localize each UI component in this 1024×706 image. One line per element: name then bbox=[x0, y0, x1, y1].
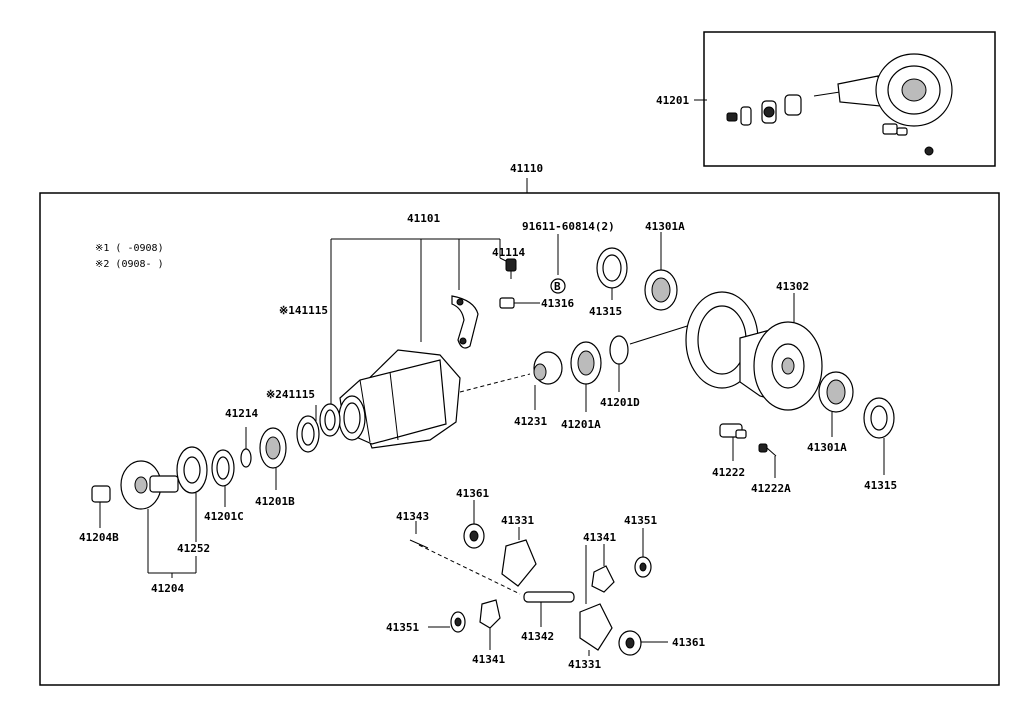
oil-seal-141115 bbox=[319, 403, 341, 437]
washer-41351-left bbox=[428, 611, 466, 633]
marker-b: B bbox=[554, 280, 561, 293]
bolt-41316 bbox=[499, 297, 536, 309]
shim-41201d bbox=[609, 335, 629, 392]
pin-41343 bbox=[409, 539, 429, 549]
bearing-41301a bbox=[644, 232, 678, 311]
shim-41201c bbox=[211, 449, 235, 507]
bolt-41222a bbox=[758, 443, 777, 478]
label-41331-top: 41331 bbox=[501, 514, 534, 527]
diff-case-ring-gear bbox=[629, 291, 823, 411]
bearing-41301a-bottom bbox=[818, 371, 854, 437]
label-41315-bottom: 41315 bbox=[864, 479, 897, 492]
label-41361-bottom: 41361 bbox=[672, 636, 705, 649]
main-frame bbox=[39, 192, 1000, 686]
flange-41252 bbox=[176, 446, 208, 542]
label-41301a-top: 41301A bbox=[645, 220, 685, 233]
label-41252: 41252 bbox=[177, 542, 210, 555]
washer-41351-right bbox=[634, 528, 652, 578]
label-41222a: 41222A bbox=[751, 482, 791, 495]
ring-pinion-gear-set bbox=[726, 53, 953, 156]
sensor-41222 bbox=[719, 423, 747, 461]
label-141115: ※141115 bbox=[279, 304, 328, 317]
shaft-41342 bbox=[523, 591, 575, 627]
inset-frame bbox=[703, 31, 996, 167]
label-41342: 41342 bbox=[521, 630, 554, 643]
label-41341-right: 41341 bbox=[583, 531, 616, 544]
label-41201: 41201 bbox=[656, 94, 689, 107]
washer-41361-bottom bbox=[618, 630, 668, 656]
collar-41315-bottom bbox=[863, 397, 895, 475]
label-41114: 41114 bbox=[492, 246, 525, 259]
label-241115: ※241115 bbox=[266, 388, 315, 401]
washer-41214 bbox=[240, 427, 252, 468]
label-41204: 41204 bbox=[151, 582, 184, 595]
label-41201b: 41201B bbox=[255, 495, 295, 508]
label-41214: 41214 bbox=[225, 407, 258, 420]
label-41351-right: 41351 bbox=[624, 514, 657, 527]
oil-seal-241115 bbox=[296, 415, 320, 453]
label-41301a-bottom: 41301A bbox=[807, 441, 847, 454]
label-41110: 41110 bbox=[510, 162, 543, 175]
note-1: ※1 ( -0908) bbox=[95, 243, 164, 254]
label-41316: 41316 bbox=[541, 297, 574, 310]
pinion-41341-left bbox=[479, 599, 501, 650]
pinion-41341-right bbox=[591, 544, 615, 593]
side-gear-41331-bottom bbox=[579, 545, 613, 656]
side-gear-41331-top bbox=[501, 527, 537, 587]
bolt-41114 bbox=[499, 257, 517, 279]
note-2: ※2 (0908- ) bbox=[95, 259, 164, 270]
label-41101: 41101 bbox=[407, 212, 440, 225]
collar-41315 bbox=[596, 247, 628, 300]
label-91611: 91611-60814(2) bbox=[522, 220, 615, 233]
label-41343: 41343 bbox=[396, 510, 429, 523]
label-41302: 41302 bbox=[776, 280, 809, 293]
washer-41361-top bbox=[463, 500, 485, 549]
nut-41204b bbox=[91, 485, 111, 528]
label-41201c: 41201C bbox=[204, 510, 244, 523]
label-41331-bottom: 41331 bbox=[568, 658, 601, 671]
label-41341-left: 41341 bbox=[472, 653, 505, 666]
spacer-41231 bbox=[533, 351, 563, 410]
bolt-marker-b bbox=[550, 278, 566, 294]
flange-41204 bbox=[120, 460, 197, 578]
label-41222: 41222 bbox=[712, 466, 745, 479]
bearing-41201a bbox=[570, 341, 602, 412]
label-41201a: 41201A bbox=[561, 418, 601, 431]
bearing-41201b bbox=[259, 427, 287, 490]
label-41351-left: 41351 bbox=[386, 621, 419, 634]
label-41201d: 41201D bbox=[600, 396, 640, 409]
label-41231: 41231 bbox=[514, 415, 547, 428]
label-41361-top: 41361 bbox=[456, 487, 489, 500]
carrier-housing bbox=[330, 238, 501, 449]
label-41204b: 41204B bbox=[79, 531, 119, 544]
label-41315-top: 41315 bbox=[589, 305, 622, 318]
